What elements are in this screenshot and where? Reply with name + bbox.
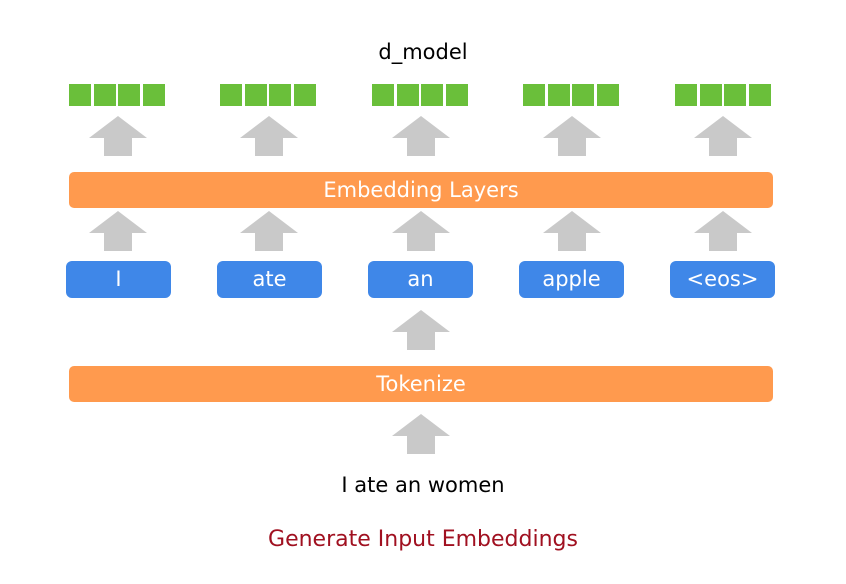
embedding-cell: [293, 84, 316, 106]
embedding-cell: [396, 84, 419, 106]
embedding-cell: [572, 84, 595, 106]
up-arrow-icon: [240, 116, 298, 156]
embedding-cell: [748, 84, 771, 106]
up-arrow-icon: [392, 414, 450, 454]
embedding-cell: [445, 84, 468, 106]
embedding-cell: [142, 84, 165, 106]
embedding-cell: [675, 84, 697, 106]
embedding-vector-1: [69, 84, 165, 106]
up-arrow-icon: [89, 211, 147, 251]
embedding-cell: [220, 84, 242, 106]
embedding-vector-3: [372, 84, 468, 106]
up-arrow-icon: [392, 211, 450, 251]
tokenize-bar: Tokenize: [69, 366, 773, 402]
embedding-vector-4: [523, 84, 619, 106]
up-arrow-icon: [240, 211, 298, 251]
embedding-cell: [372, 84, 394, 106]
d-model-label: d_model: [378, 40, 468, 64]
embedding-cell: [269, 84, 292, 106]
embedding-cell: [244, 84, 267, 106]
embedding-cell: [118, 84, 141, 106]
token-box: I: [66, 261, 171, 298]
embedding-cell: [93, 84, 116, 106]
embedding-cell: [523, 84, 545, 106]
up-arrow-icon: [694, 211, 752, 251]
up-arrow-icon: [694, 116, 752, 156]
up-arrow-icon: [543, 116, 601, 156]
embedding-cell: [547, 84, 570, 106]
input-sentence: I ate an women: [341, 473, 505, 497]
embedding-cell: [699, 84, 722, 106]
token-box: apple: [519, 261, 624, 298]
embedding-cell: [724, 84, 747, 106]
up-arrow-icon: [89, 116, 147, 156]
up-arrow-icon: [392, 310, 450, 350]
embedding-cell: [596, 84, 619, 106]
token-box: <eos>: [670, 261, 775, 298]
diagram-caption: Generate Input Embeddings: [268, 527, 578, 552]
up-arrow-icon: [392, 116, 450, 156]
up-arrow-icon: [543, 211, 601, 251]
embedding-layers-bar: Embedding Layers: [69, 172, 773, 208]
embedding-vector-5: [675, 84, 771, 106]
embedding-cell: [421, 84, 444, 106]
token-box: ate: [217, 261, 322, 298]
embedding-vector-2: [220, 84, 316, 106]
embedding-cell: [69, 84, 91, 106]
token-box: an: [368, 261, 473, 298]
